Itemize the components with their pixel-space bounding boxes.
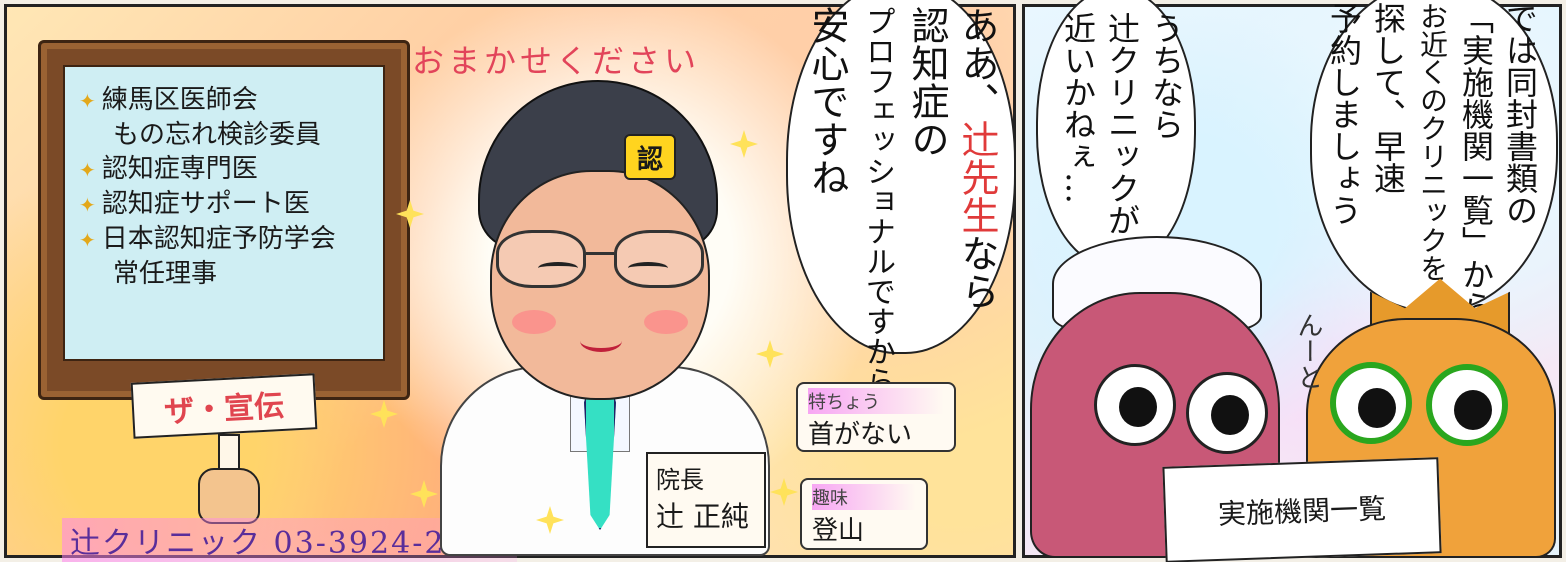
speech-text: うちなら 辻クリニックが 近いかねぇ… <box>1059 12 1185 236</box>
nameplate-name: 辻 正純 <box>656 500 749 533</box>
character-eye <box>1426 364 1508 446</box>
speech-bubble-father: では同封書類の 「実施機関一覧」から お近くのクリニックを 探して、早速 予約し… <box>1310 0 1558 322</box>
sign-line: もの忘れ検診委員 <box>113 120 322 150</box>
doctor-caption: おまかせください <box>412 42 701 80</box>
doctor-mouth <box>580 330 622 352</box>
sign-line: ✦練馬区医師会 <box>79 85 258 115</box>
speech-bubble-mother: うちなら 辻クリニックが 近いかねぇ… <box>1036 0 1196 268</box>
doctor-nameplate: 院長 辻 正純 <box>646 452 766 548</box>
character-eye <box>1330 362 1412 444</box>
sign-line: ✦認知症サポート医 <box>79 189 310 219</box>
character-eye <box>1094 364 1176 446</box>
sign-board: ✦練馬区医師会 もの忘れ検診委員 ✦認知症専門医 ✦認知症サポート医 ✦日本認知… <box>63 65 385 361</box>
doctor-eye <box>538 262 578 274</box>
hobby-label-body: 登山 <box>812 516 865 546</box>
speech-text: ああ、辻先生なら 認知症の プロフェッショナルですから 安心ですね <box>805 6 999 396</box>
sound-effect-text: んーと <box>1293 312 1323 390</box>
doctor-cheek <box>512 310 556 334</box>
glasses-icon <box>490 230 710 294</box>
trait-label: 特ちょう 首がない <box>796 382 956 452</box>
sign-board-frame: ✦練馬区医師会 もの忘れ検診委員 ✦認知症専門医 ✦認知症サポート医 ✦日本認知… <box>38 40 410 400</box>
sign-line: ✦日本認知症予防学会 <box>79 224 336 254</box>
sign-line: 常任理事 <box>113 259 218 289</box>
sparkle-bullet-icon: ✦ <box>79 158 96 182</box>
hand-icon <box>198 468 260 524</box>
sign-line: ✦認知症専門医 <box>79 154 258 184</box>
sparkle-bullet-icon: ✦ <box>79 89 96 113</box>
speech-bubble-patient: ああ、辻先生なら 認知症の プロフェッショナルですから 安心ですね <box>786 0 1016 396</box>
sparkle-bullet-icon: ✦ <box>79 228 96 252</box>
trait-label-head: 特ちょう <box>808 388 944 414</box>
doctor-badge: 認 <box>624 134 676 180</box>
sparkle-bullet-icon: ✦ <box>79 193 96 217</box>
doctor-eye <box>628 262 668 274</box>
trait-label-body: 首がない <box>808 420 913 450</box>
doctor-cheek <box>644 310 688 334</box>
character-eye <box>1186 372 1268 454</box>
hobby-label: 趣味 登山 <box>800 478 928 550</box>
hobby-label-head: 趣味 <box>812 484 916 510</box>
sign-tag: ザ・宣伝 <box>130 373 318 439</box>
document-paper: 実施機関一覧 <box>1162 457 1442 562</box>
speech-text: では同封書類の 「実施機関一覧」から お近くのクリニックを 探して、早速 予約し… <box>1325 2 1539 322</box>
doctor-illustration: 認 <box>420 80 780 556</box>
nameplate-title: 院長 <box>656 466 704 494</box>
